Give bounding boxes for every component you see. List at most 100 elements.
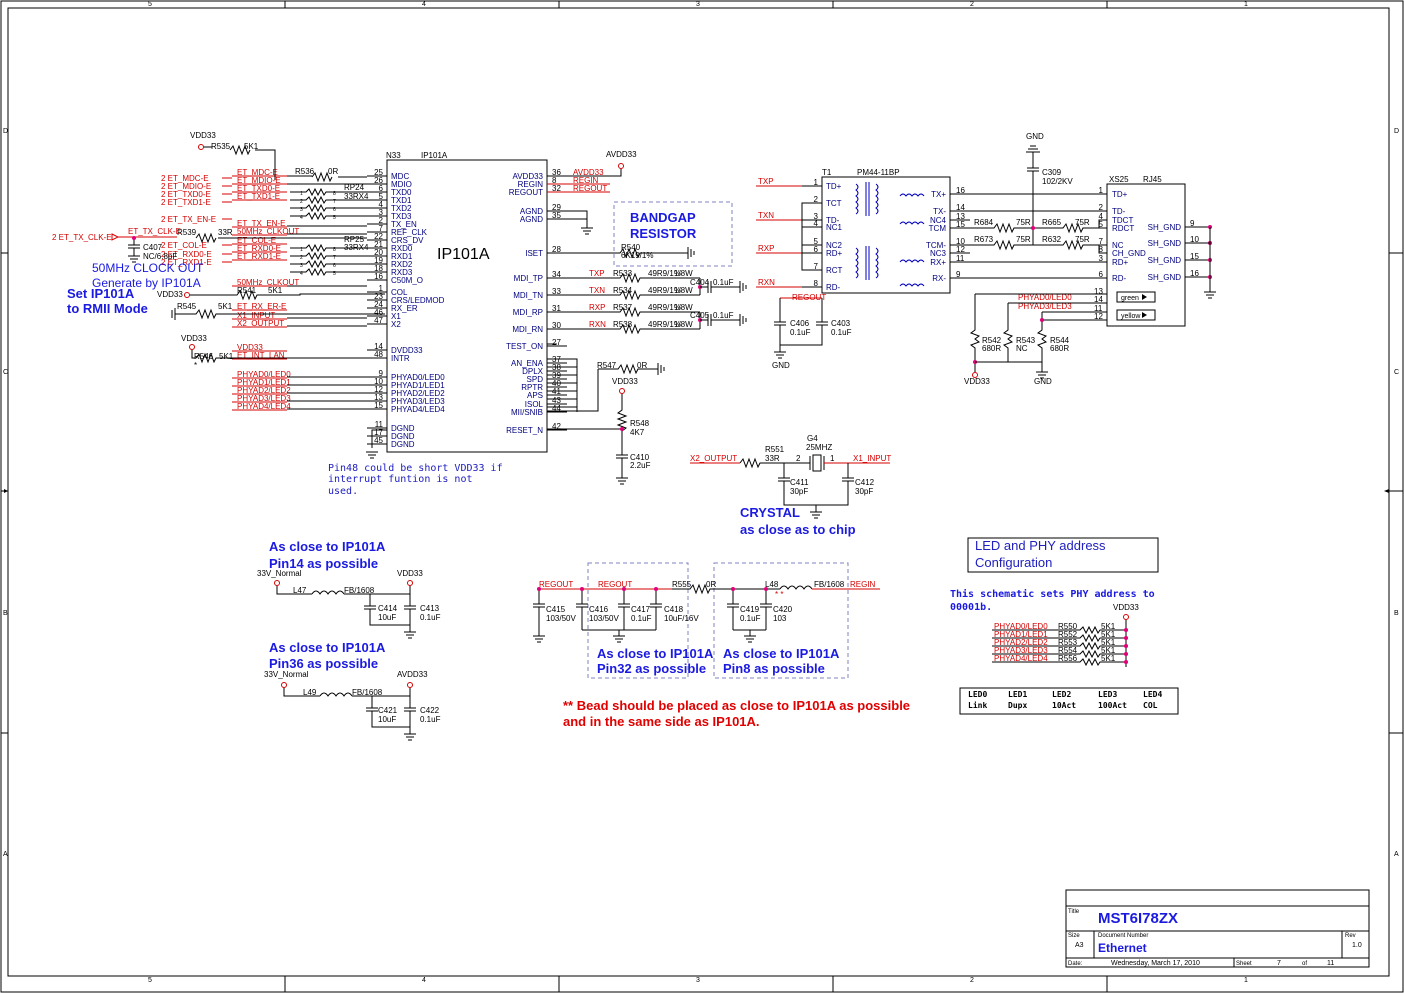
resistor-pack-element xyxy=(290,187,367,197)
chip-right-pin-num: 36 xyxy=(552,168,561,177)
c420-val: 103 xyxy=(773,614,787,623)
chip-left-pin-name: X1 xyxy=(391,312,401,321)
left-inner-net-label: ET_RXD0-E xyxy=(237,244,281,253)
supply36-block: 33V_Normal L49 FB/1608 AVDD33 C421 10uF … xyxy=(264,670,441,741)
chip-left-pin-name: DGND xyxy=(391,440,415,449)
chip-left-pin-name: TX_EN xyxy=(391,220,417,229)
c415-gnd-icon xyxy=(533,635,545,643)
resistor-pack-pin-a: 1 xyxy=(300,247,303,253)
c415-val: 103/50V xyxy=(546,614,576,623)
c405-ref: C405 xyxy=(690,311,710,320)
t1-left-pin-num: 7 xyxy=(814,262,819,271)
chip-left-pin-name: COL xyxy=(391,288,408,297)
led-table-cell: Link xyxy=(968,700,987,710)
resistor-pack-pin-b: 7 xyxy=(333,255,336,261)
rp24-ref: RP24 xyxy=(344,183,365,192)
chip-left-pin-name: RXD2 xyxy=(391,260,413,269)
left-inner-net-label: X1_INPUT xyxy=(237,311,275,320)
r673-r632-resistors xyxy=(950,239,1107,251)
chip-left-pin-name: TXD2 xyxy=(391,204,412,213)
phy-config-val: 5K1 xyxy=(1101,630,1116,639)
phy-config-ref: R550 xyxy=(1058,622,1078,631)
left-inner-net-label: ET_MDIO-E xyxy=(237,176,281,185)
rj45-left-pin-name: NC xyxy=(1112,241,1124,250)
left-ext-net-label: 2 ET_RXD0-E xyxy=(161,250,212,259)
crystal-g4 xyxy=(812,454,822,472)
rj45-led0-net: PHYAD0/LED0 xyxy=(1018,293,1072,302)
transformer-t1 xyxy=(821,176,951,294)
left-ext-net-label: 2 ET_MDIO-E xyxy=(161,182,211,191)
left-inner-net-label: ET_TXD1-E xyxy=(237,192,280,201)
c404-ref: C404 xyxy=(690,278,710,287)
rj45-left-pin-name: RD- xyxy=(1112,274,1127,283)
t1-gnd-label: GND xyxy=(772,361,790,370)
border-row-right: C xyxy=(1394,369,1399,376)
chip-right-pin-name: MDI_RP xyxy=(513,308,543,317)
resistor-pack-element xyxy=(290,211,367,221)
left-inner-net-label: ET_RX_ER-E xyxy=(237,302,286,311)
chip-left-pin-name: X2 xyxy=(391,320,401,329)
t1-right-pin-name: TCM xyxy=(929,224,947,233)
rj45-left-pin-num: 3 xyxy=(1099,254,1104,263)
border-col-top: 5 xyxy=(148,1,152,8)
resistor-pack-pin-b: 8 xyxy=(333,191,336,197)
rj45-vdd33-label: VDD33 xyxy=(964,377,990,386)
t1-right-pin-num: 14 xyxy=(956,203,965,212)
crystal-pin2: 2 xyxy=(796,454,801,463)
left-inner-net-label: X2_OUTPUT xyxy=(237,319,284,328)
t1-net-label: TXP xyxy=(758,177,774,186)
chip-right-pin-num: 27 xyxy=(552,338,561,347)
t1-right-pin-num: 15 xyxy=(956,220,965,229)
t1-left-pin-num: 1 xyxy=(814,178,819,187)
left-inner-net-label: 50MHz_CLKOUT xyxy=(237,227,299,236)
mdi-net-label: RXP xyxy=(589,303,605,312)
sheet-label: Sheet xyxy=(1236,961,1252,967)
mdi-resistor-watt: 1/8W xyxy=(674,286,693,295)
c417-ref: C417 xyxy=(631,605,651,614)
rj45-gnd-label: GND xyxy=(1026,132,1044,141)
chip-left-pin-num: 16 xyxy=(374,272,383,281)
rj45-right-pin-num: 16 xyxy=(1190,269,1199,278)
crystal-x1-net: X1_INPUT xyxy=(853,454,891,463)
size-value: A3 xyxy=(1075,942,1084,949)
r547-gnd-icon xyxy=(657,363,665,375)
r548-val: 4K7 xyxy=(630,428,645,437)
rj45-left-pin-num: 6 xyxy=(1099,270,1104,279)
chip-left-pin-name: TXD1 xyxy=(391,196,412,205)
r543-resistor xyxy=(1002,303,1042,363)
border-row-right: A xyxy=(1394,851,1399,858)
t1-left-pin-name: TCT xyxy=(826,199,842,208)
border-row-left: C xyxy=(3,369,8,376)
t1-left-pin-num: 6 xyxy=(814,245,819,254)
r547-resistor xyxy=(598,363,658,375)
rj45-left-pin-name: TD+ xyxy=(1112,190,1128,199)
supply36-net: 33V_Normal xyxy=(264,670,309,679)
rj45-right-pin-name: SH_GND xyxy=(1148,256,1182,265)
t1-right-pin-num: 13 xyxy=(956,212,965,221)
chip-name: IP101A xyxy=(437,246,490,263)
r541-ref: R541 xyxy=(237,286,257,295)
c418-val: 10uF/16V xyxy=(664,614,699,623)
chip-right-pin-name: ISOL xyxy=(525,400,544,409)
r536-ref: R536 xyxy=(295,167,315,176)
rj45-left-pin-name: TDCT xyxy=(1112,216,1133,225)
c309-ref: C309 xyxy=(1042,168,1062,177)
bandgap-label-2: RESISTOR xyxy=(630,226,697,241)
t1-right-pin-num: 11 xyxy=(956,254,965,263)
border-col-bottom: 1 xyxy=(1244,977,1248,984)
docnum-value: Ethernet xyxy=(1098,941,1147,955)
t1-right-pin-name: RX+ xyxy=(930,258,946,267)
rj45-right-pin-name: SH_GND xyxy=(1148,223,1182,232)
chip-left-pin-num: 26 xyxy=(374,176,383,185)
chip-left-pin-num: 9 xyxy=(379,369,384,378)
r539-val: 33R xyxy=(218,228,233,237)
close14-note-1: As close to IP101A xyxy=(269,539,386,554)
close32-note-2: Pin32 as possible xyxy=(597,661,706,676)
notes: 50MHz CLOCK OUT Generate by IP101A Set I… xyxy=(67,201,1159,729)
c417-val: 0.1uF xyxy=(631,614,652,623)
c407-val: NC/6.8pF xyxy=(143,252,177,261)
chip-left-pin-num: 11 xyxy=(375,420,384,429)
mdi-resistor-val: 49R9/1% xyxy=(648,303,681,312)
mdi-resistor xyxy=(567,272,700,284)
